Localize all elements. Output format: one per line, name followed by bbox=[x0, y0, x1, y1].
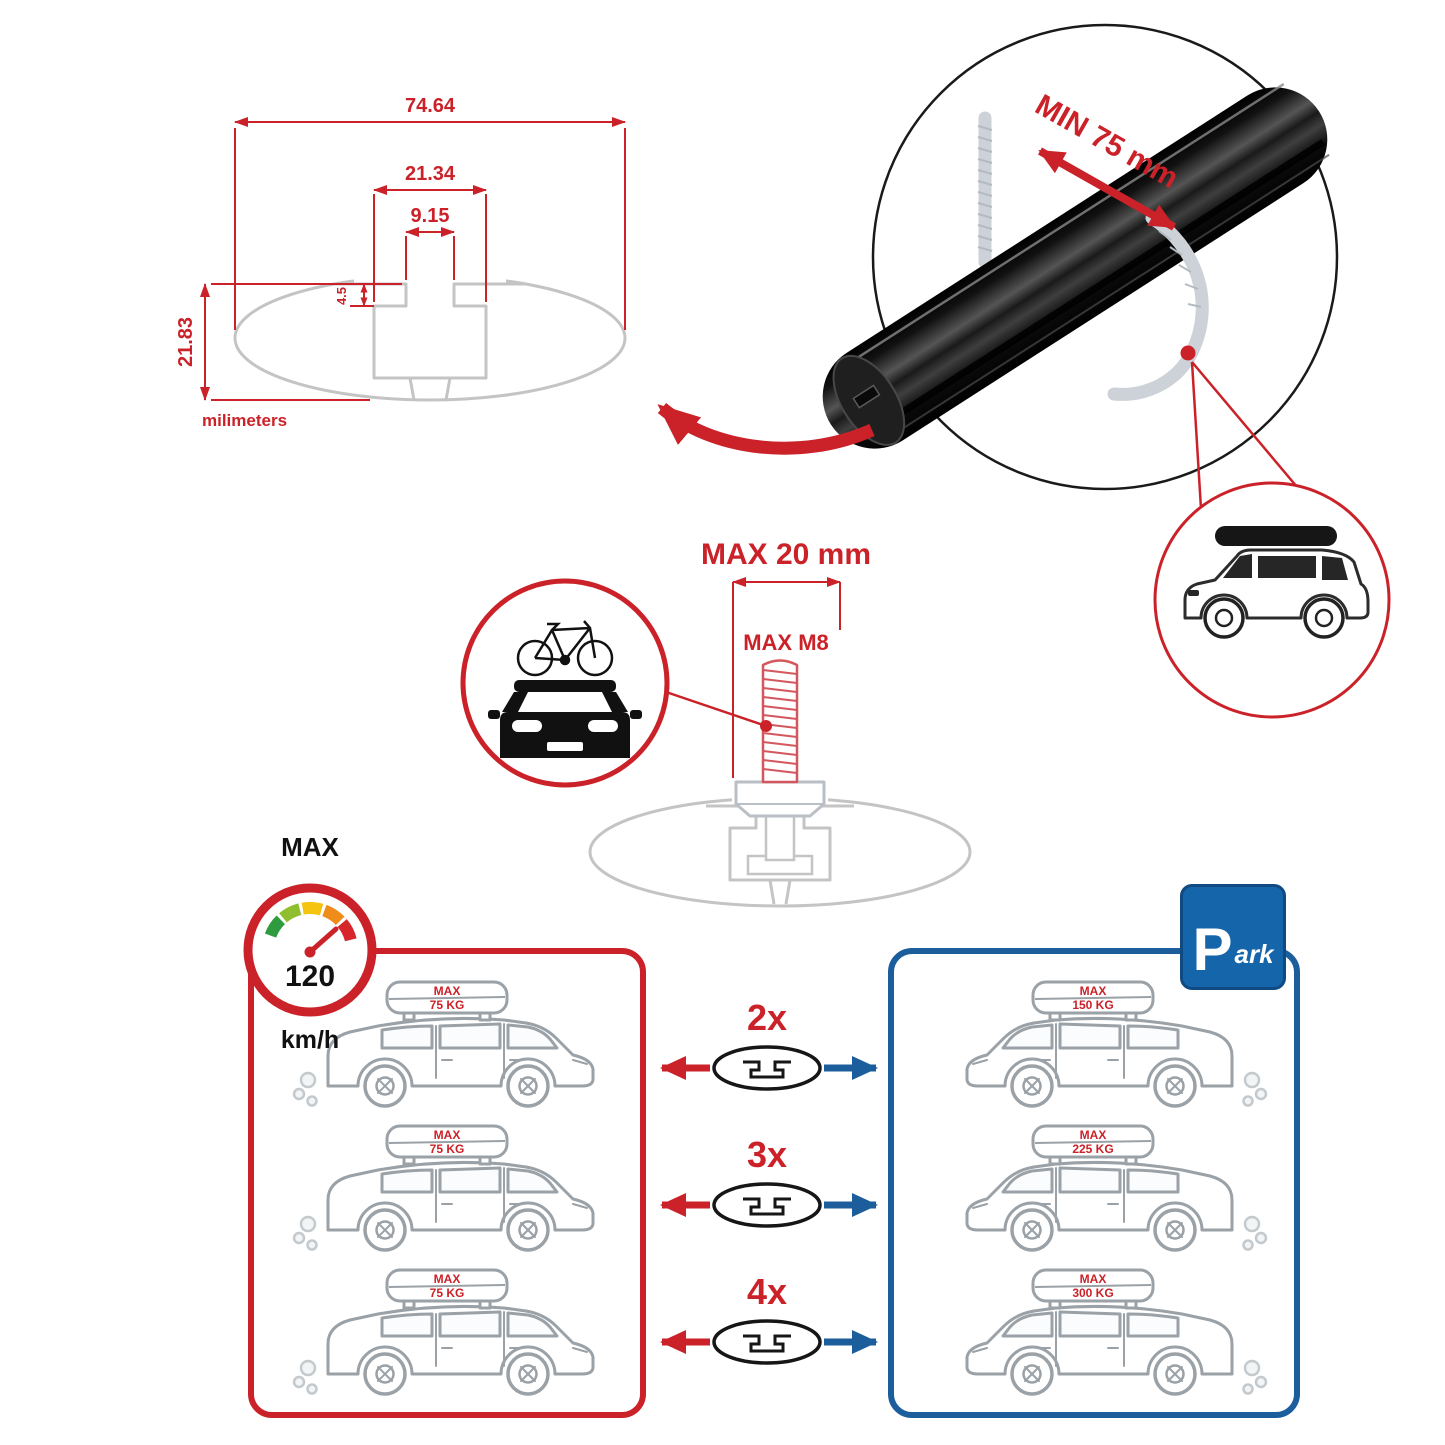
speed-limit-gauge: MAX 120 km/h bbox=[243, 832, 377, 1054]
roofbox-load-value: 75 KG bbox=[430, 998, 465, 1012]
bolt-detail-diagram: MAX 20 mm MAX M8 bbox=[460, 538, 972, 908]
max-length-label: MAX 20 mm bbox=[701, 538, 871, 571]
crossbar-ellipse-icon bbox=[712, 1045, 822, 1091]
bar-count-label: 3x bbox=[747, 1134, 787, 1175]
roofbox-load-max: MAX bbox=[1080, 1272, 1107, 1286]
callout-arrow bbox=[657, 402, 875, 455]
car-with-roofbox: MAX 300 KG bbox=[965, 1268, 1268, 1396]
speed-unit: km/h bbox=[281, 1026, 339, 1054]
car-with-roofbox: MAX 75 KG bbox=[292, 980, 595, 1108]
callout-lines bbox=[1190, 361, 1309, 526]
speed-value: 120 bbox=[285, 960, 335, 993]
car-with-roofbox: MAX 150 KG bbox=[965, 980, 1268, 1108]
bar-count-label: 2x bbox=[747, 997, 787, 1038]
crossbar-cross-section-diagram: 74.64 21.34 9.15 4.5 21.83 milimeters bbox=[175, 95, 627, 430]
roofbox-load-max: MAX bbox=[1080, 1128, 1107, 1142]
connector-line bbox=[665, 690, 767, 728]
bolt-icon bbox=[734, 659, 826, 818]
bar-count-label: 4x bbox=[747, 1271, 787, 1312]
speed-max-label: MAX bbox=[281, 832, 339, 862]
roofbox-load-max: MAX bbox=[434, 984, 461, 998]
car-with-roofbox: MAX 75 KG bbox=[292, 1124, 595, 1252]
roofbox-load-max: MAX bbox=[434, 1272, 461, 1286]
dimension-lines bbox=[200, 117, 626, 401]
dim-inner-width: 21.34 bbox=[405, 163, 456, 185]
park-sign-suffix: ark bbox=[1234, 939, 1274, 969]
dim-slot-width: 9.15 bbox=[411, 205, 450, 227]
dim-total-width: 74.64 bbox=[405, 95, 456, 117]
roofbox-load-value: 75 KG bbox=[430, 1142, 465, 1156]
roofbox-load-max: MAX bbox=[1080, 984, 1107, 998]
max-thread-label: MAX M8 bbox=[743, 630, 829, 655]
bar-count-rows: 2x 3x 4x bbox=[660, 997, 878, 1365]
speedometer-icon bbox=[243, 883, 377, 1017]
u-bolt-icon bbox=[977, 111, 993, 269]
crossbar-detail-callout: MIN 75 mm bbox=[657, 23, 1391, 719]
crossbar-ellipse-icon bbox=[712, 1319, 822, 1365]
unit-label: milimeters bbox=[202, 411, 287, 430]
dim-lip-depth: 4.5 bbox=[334, 287, 349, 305]
bike-on-car-icon bbox=[460, 578, 670, 788]
crossbar-3d bbox=[822, 83, 1330, 449]
suv-roofbox-icon bbox=[1153, 481, 1391, 719]
attachment-point-dot bbox=[1180, 345, 1196, 361]
dim-height: 21.83 bbox=[175, 317, 197, 367]
bar-count-row: 4x bbox=[660, 1271, 878, 1365]
t-slot-profile bbox=[336, 282, 524, 380]
car-with-roofbox: MAX 75 KG bbox=[292, 1268, 595, 1396]
roofbox-load-value: 300 KG bbox=[1072, 1286, 1113, 1300]
car-with-roofbox: MAX 225 KG bbox=[965, 1124, 1268, 1252]
bolt-dimension-lines bbox=[732, 577, 841, 778]
min-clearance-arrow bbox=[1038, 147, 1176, 231]
roofbox-load-value: 75 KG bbox=[430, 1286, 465, 1300]
roofbox-load-max: MAX bbox=[434, 1128, 461, 1142]
bar-count-row: 2x bbox=[660, 997, 878, 1091]
park-sign-letter: P bbox=[1192, 916, 1233, 983]
roofbox-load-value: 150 KG bbox=[1072, 998, 1113, 1012]
crossbar-ellipse-icon bbox=[712, 1182, 822, 1228]
roofbox-load-value: 225 KG bbox=[1072, 1142, 1113, 1156]
bar-count-row: 3x bbox=[660, 1134, 878, 1228]
park-sign: P ark bbox=[1180, 884, 1286, 990]
